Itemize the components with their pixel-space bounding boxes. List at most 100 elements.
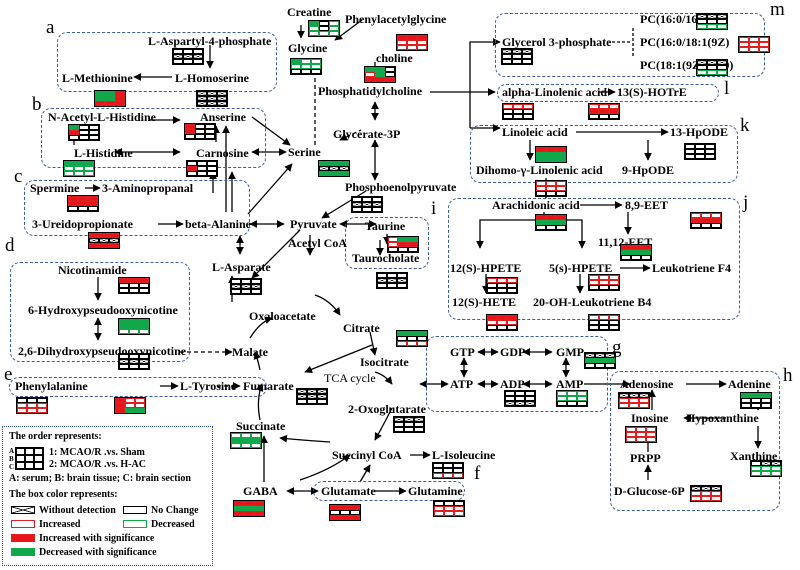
status-cell: [567, 391, 577, 396]
status-cell: [711, 491, 721, 496]
status-cell: [599, 275, 609, 280]
status-cell: [197, 101, 207, 106]
legend-panel: The order represents: A B C 1: MCAO/R .v…: [2, 426, 213, 566]
status-cell: [372, 207, 382, 212]
node-gmp: GMP: [556, 345, 584, 359]
status-cell: [513, 109, 523, 114]
legend-decreased: Decreased: [151, 519, 195, 530]
status-grid: [690, 212, 722, 229]
status-cell: [487, 283, 497, 288]
status-cell: [37, 408, 47, 413]
status-cell: [119, 278, 129, 283]
node-12-s-hete: 12(S)-HETE: [452, 295, 517, 309]
status-cell: [69, 135, 79, 140]
group-letter-e: e: [4, 364, 13, 385]
node-l-homoserine: L-Homoserine: [175, 71, 249, 85]
status-cell: [129, 364, 139, 369]
status-cell: [387, 273, 397, 278]
status-cell: [69, 130, 79, 135]
status-cell: [78, 196, 88, 201]
node-spermine: Spermine: [30, 181, 80, 195]
status-grid: [690, 485, 722, 502]
node-adp: ADP: [500, 377, 525, 391]
node-taurocholate: Taurocholate: [352, 251, 420, 265]
status-cell: [309, 21, 319, 26]
legend-swatch-no-change: [123, 506, 147, 514]
status-cell: [497, 288, 507, 293]
node-acetyl-coa: Acetyl CoA: [288, 236, 347, 250]
status-cell: [691, 223, 701, 228]
node-nicotinamide: Nicotinamide: [58, 263, 127, 277]
status-cell: [749, 42, 759, 47]
status-cell: [631, 250, 641, 255]
status-cell: [291, 69, 301, 74]
status-cell: [119, 359, 129, 364]
status-cell: [388, 242, 398, 247]
status-cell: [88, 201, 98, 206]
node-3-aminopropanal: 3-Aminopropanal: [102, 181, 194, 195]
status-cell: [577, 396, 587, 401]
status-cell: [707, 70, 717, 75]
status-cell: [585, 358, 595, 363]
status-cell: [691, 491, 701, 496]
group-letter-h: h: [783, 365, 793, 386]
status-cell: [307, 394, 317, 399]
status-cell: [417, 331, 427, 336]
status-cell: [193, 54, 203, 59]
status-cell: [771, 471, 781, 476]
status-cell: [761, 471, 771, 476]
status-cell: [444, 511, 454, 516]
status-cell: [717, 65, 727, 70]
status-cell: [27, 408, 37, 413]
status-cell: [397, 278, 407, 283]
status-cell: [68, 206, 78, 211]
status-cell: [64, 166, 74, 171]
status-cell: [330, 505, 340, 510]
status-cell: [546, 181, 556, 186]
status-cell: [307, 399, 317, 404]
node-8-9-eet: 8,9-EET: [625, 198, 669, 212]
group-c-box: [24, 180, 250, 236]
status-cell: [761, 393, 771, 398]
status-cell: [691, 496, 701, 501]
status-cell: [546, 157, 556, 162]
status-cell: [115, 403, 125, 408]
status-cell: [79, 130, 89, 135]
status-cell: [609, 325, 619, 330]
status-cell: [695, 149, 705, 154]
status-cell: [717, 14, 727, 19]
status-grid: [396, 330, 428, 347]
status-grid: [63, 160, 95, 177]
status-cell: [701, 496, 711, 501]
status-cell: [375, 67, 385, 72]
status-cell: [502, 59, 512, 64]
status-cell: [231, 279, 241, 284]
status-cell: [407, 336, 417, 341]
node-leukotriene-f4: Leukotriene F4: [652, 261, 731, 275]
node-adenosine: Adenosine: [620, 377, 674, 391]
status-cell: [641, 245, 651, 250]
status-cell: [17, 403, 27, 408]
status-cell: [589, 275, 599, 280]
status-cell: [231, 284, 241, 289]
status-cell: [605, 363, 615, 368]
status-cell: [434, 506, 444, 511]
status-cell: [27, 398, 37, 403]
status-cell: [207, 166, 217, 171]
status-cell: [173, 54, 183, 59]
status-cell: [515, 401, 525, 406]
node-glycerol-3-phosphate: Glycerol 3-phosphate: [502, 35, 612, 49]
status-cell: [609, 315, 619, 320]
status-cell: [761, 403, 771, 408]
node-citrate: Citrate: [343, 321, 380, 335]
status-cell: [454, 501, 464, 506]
status-cell: [64, 161, 74, 166]
status-cell: [329, 166, 339, 171]
status-cell: [502, 54, 512, 59]
status-cell: [717, 70, 727, 75]
status-grid: [114, 397, 146, 414]
status-cell: [329, 31, 339, 36]
status-cell: [129, 354, 139, 359]
status-cell: [434, 501, 444, 506]
node-glutamate: Glutamate: [321, 484, 376, 498]
